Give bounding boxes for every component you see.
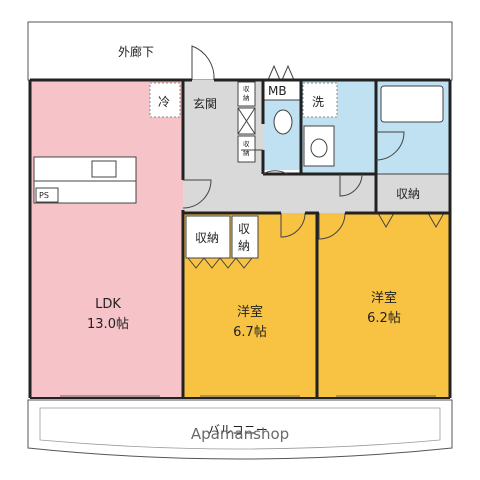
shoe-storage-3-label-a: 収 — [243, 140, 250, 148]
room2-size: 6.2帖 — [367, 311, 401, 326]
shoe-storage-3 — [237, 135, 256, 163]
western-room-2 — [317, 213, 450, 398]
room1-storage-a — [185, 215, 231, 259]
room1-storage-a-label: 収納 — [195, 231, 219, 245]
room1-storage-door-marks — [187, 257, 253, 269]
bathtub — [380, 85, 444, 123]
ldk-name: LDK — [95, 297, 121, 312]
entrance-label: 玄関 — [193, 96, 217, 111]
pipe-space — [35, 187, 59, 203]
room2-closet-marks — [377, 212, 445, 229]
sink — [91, 160, 117, 178]
front-door-swing — [191, 45, 215, 81]
toilet-door-swing — [241, 149, 288, 175]
shoe-storage-1-label-b: 納 — [243, 93, 250, 102]
wash-basin-bowl — [310, 138, 328, 158]
kitchen-counter-top — [33, 156, 137, 182]
corridor-hall — [263, 174, 376, 213]
corridor-label: 外廊下 — [118, 44, 154, 59]
refrigerator-label: 冷 — [158, 95, 170, 109]
ldk-room — [30, 80, 183, 398]
room1-door-swing — [280, 212, 306, 238]
corridor-outline — [27, 21, 453, 81]
shoe-storage-2-cross — [237, 107, 256, 135]
washroom-door-swing — [339, 173, 363, 197]
laundry-space — [302, 82, 338, 118]
mb-label: MB — [268, 84, 287, 98]
watermark: Apamanshop — [191, 425, 289, 443]
shoe-storage-3-label-b: 納 — [243, 148, 250, 157]
balcony-label: バルコニー — [208, 423, 268, 437]
room1-storage-b-label-2: 納 — [238, 239, 250, 253]
room2-name: 洋室 — [371, 290, 397, 306]
room1-storage-b — [231, 215, 259, 259]
room1-name: 洋室 — [237, 304, 263, 320]
walls — [28, 78, 452, 399]
balcony-inner-line — [39, 407, 441, 450]
refrigerator-space — [149, 82, 181, 118]
laundry-label: 洗 — [312, 95, 324, 109]
mb-door-marks — [267, 64, 295, 81]
hall-storage-label: 収納 — [396, 187, 420, 201]
bath-door-swing — [375, 131, 405, 161]
toilet-bowl — [273, 109, 293, 135]
room2-door-swing — [318, 212, 346, 240]
ldk-size: 13.0帖 — [87, 317, 129, 332]
shoe-storage-1-label-a: 収 — [243, 85, 250, 93]
room1-storage-b-label-1: 収 — [238, 222, 250, 236]
balcony — [27, 399, 453, 460]
shoe-storage-1 — [237, 81, 256, 107]
pipe-space-label: PS — [39, 191, 49, 200]
ldk-door-swing — [182, 179, 212, 209]
room1-size: 6.7帖 — [233, 325, 267, 340]
